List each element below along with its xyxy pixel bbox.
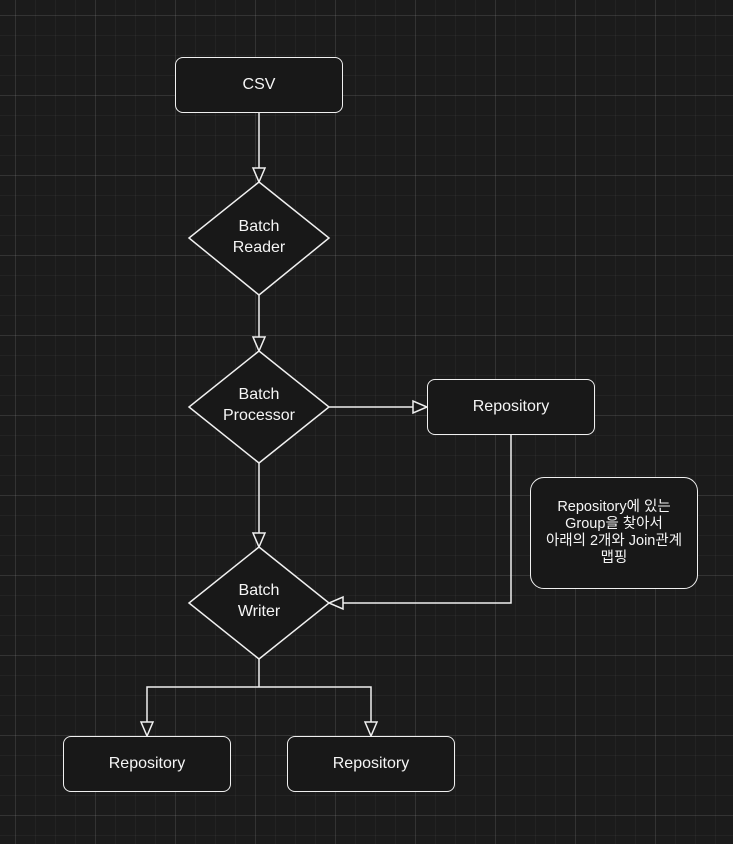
batch-writer-label-line: Writer bbox=[237, 603, 281, 620]
batch-reader-diamond[interactable] bbox=[187, 181, 331, 296]
note-line: Repository에 있는 bbox=[557, 499, 671, 515]
edge-writer-to-repositories[interactable] bbox=[146, 659, 372, 722]
repository-node-right[interactable]: Repository bbox=[287, 736, 455, 792]
batch-reader-label-line: Batch bbox=[238, 218, 280, 235]
repository-node-label: Repository bbox=[108, 755, 186, 772]
arrowhead-icon bbox=[363, 721, 379, 738]
repository-node-label: Repository bbox=[332, 755, 410, 772]
note-line: Group을 찾아서 bbox=[565, 516, 663, 532]
batch-processor-diamond[interactable] bbox=[187, 350, 331, 464]
arrowhead-icon bbox=[412, 399, 429, 415]
arrowhead-icon bbox=[139, 721, 155, 738]
arrowhead-icon bbox=[327, 595, 344, 611]
csv-node-label: CSV bbox=[242, 76, 276, 93]
csv-node[interactable]: CSV bbox=[175, 57, 343, 113]
arrowhead-icon bbox=[251, 532, 267, 549]
repository-node-left[interactable]: Repository bbox=[63, 736, 231, 792]
batch-writer-label-line: Batch bbox=[238, 582, 280, 599]
arrowhead-icon bbox=[251, 167, 267, 184]
batch-reader-label-line: Reader bbox=[232, 239, 286, 256]
batch-processor-label-line: Processor bbox=[222, 407, 296, 424]
batch-writer-diamond[interactable] bbox=[187, 546, 331, 660]
note-line: 아래의 2개와 Join관계 bbox=[545, 533, 683, 549]
repository-node-top[interactable]: Repository bbox=[427, 379, 595, 435]
batch-reader-label: Batch Reader bbox=[199, 214, 319, 260]
join-mapping-note[interactable]: Repository에 있는 Group을 찾아서 아래의 2개와 Join관계… bbox=[530, 477, 698, 589]
repository-node-label: Repository bbox=[472, 398, 550, 415]
batch-writer-label: Batch Writer bbox=[199, 578, 319, 624]
edge-repository-to-writer[interactable] bbox=[343, 435, 512, 604]
arrowhead-icon bbox=[251, 336, 267, 353]
batch-processor-label-line: Batch bbox=[238, 386, 280, 403]
note-line: 맵핑 bbox=[600, 550, 628, 566]
batch-processor-label: Batch Processor bbox=[199, 382, 319, 428]
